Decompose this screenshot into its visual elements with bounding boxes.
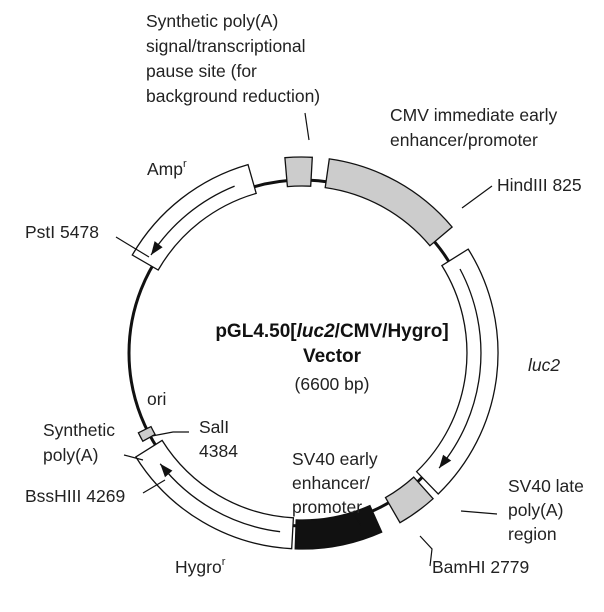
luc2-gene-block	[415, 248, 499, 495]
luc2-direction-arrow	[438, 268, 482, 469]
label-psti: PstI 5478	[25, 222, 99, 242]
label-ori: ori	[147, 389, 166, 409]
label-polya-pause-4: background reduction)	[146, 86, 320, 106]
label-cmv-2: enhancer/promoter	[390, 130, 538, 150]
label-synthetic-polya-2: poly(A)	[43, 445, 98, 465]
label-luc2: luc2	[528, 355, 560, 375]
leader-sali	[151, 431, 189, 437]
cmv-promoter-block	[324, 158, 454, 247]
luc2-arrowhead-icon	[439, 454, 452, 469]
label-bamhi: BamHI 2779	[432, 557, 529, 577]
label-hygro: Hygror	[175, 556, 226, 577]
label-sali-1: SalI	[199, 417, 229, 437]
label-amp: Ampr	[147, 158, 187, 179]
vector-name: pGL4.50[luc2/CMV/Hygro]	[215, 321, 448, 342]
leader-psti	[115, 236, 150, 258]
label-synthetic-polya-1: Synthetic	[43, 420, 115, 440]
label-hindiii: HindIII 825	[497, 175, 582, 195]
label-sv40-late-1: SV40 late	[508, 476, 584, 496]
hygro-gene-block	[134, 439, 295, 550]
label-sv40-late-3: region	[508, 524, 557, 544]
label-sv40-late-2: poly(A)	[508, 500, 563, 520]
label-sv40-early-1: SV40 early	[292, 449, 378, 469]
leader-hindiii	[461, 185, 493, 209]
label-polya-pause-3: pause site (for	[146, 61, 257, 81]
leader-polya-pause	[304, 112, 310, 141]
label-sali-2: 4384	[199, 441, 238, 461]
leader-synthetic-polya	[123, 454, 144, 461]
amp-arrowhead-icon	[151, 241, 163, 255]
synthetic-polya-block	[137, 425, 156, 443]
leader-sv40-late	[460, 510, 498, 515]
leader-bsshiii	[142, 479, 166, 494]
leader-bamhi	[419, 535, 433, 567]
synthetic-polya-pause-block	[284, 156, 313, 188]
label-cmv-1: CMV immediate early	[390, 105, 558, 125]
sv40-early-promoter-block	[294, 504, 383, 550]
vector-name-line2: Vector	[303, 346, 362, 367]
leader-sv40-early	[351, 511, 362, 526]
label-polya-pause-1: Synthetic poly(A)	[146, 11, 278, 31]
label-bsshiii: BssHIII 4269	[25, 486, 125, 506]
sv40-late-polya-block	[384, 476, 435, 524]
hygro-arrowhead-icon	[160, 463, 173, 478]
label-sv40-early-2: enhancer/	[292, 473, 370, 493]
vector-size: (6600 bp)	[295, 374, 370, 394]
label-sv40-early-3: promoter	[292, 497, 362, 517]
hygro-direction-arrow	[159, 463, 281, 533]
label-polya-pause-2: signal/transcriptional	[146, 36, 306, 56]
amp-gene-block	[131, 163, 258, 271]
